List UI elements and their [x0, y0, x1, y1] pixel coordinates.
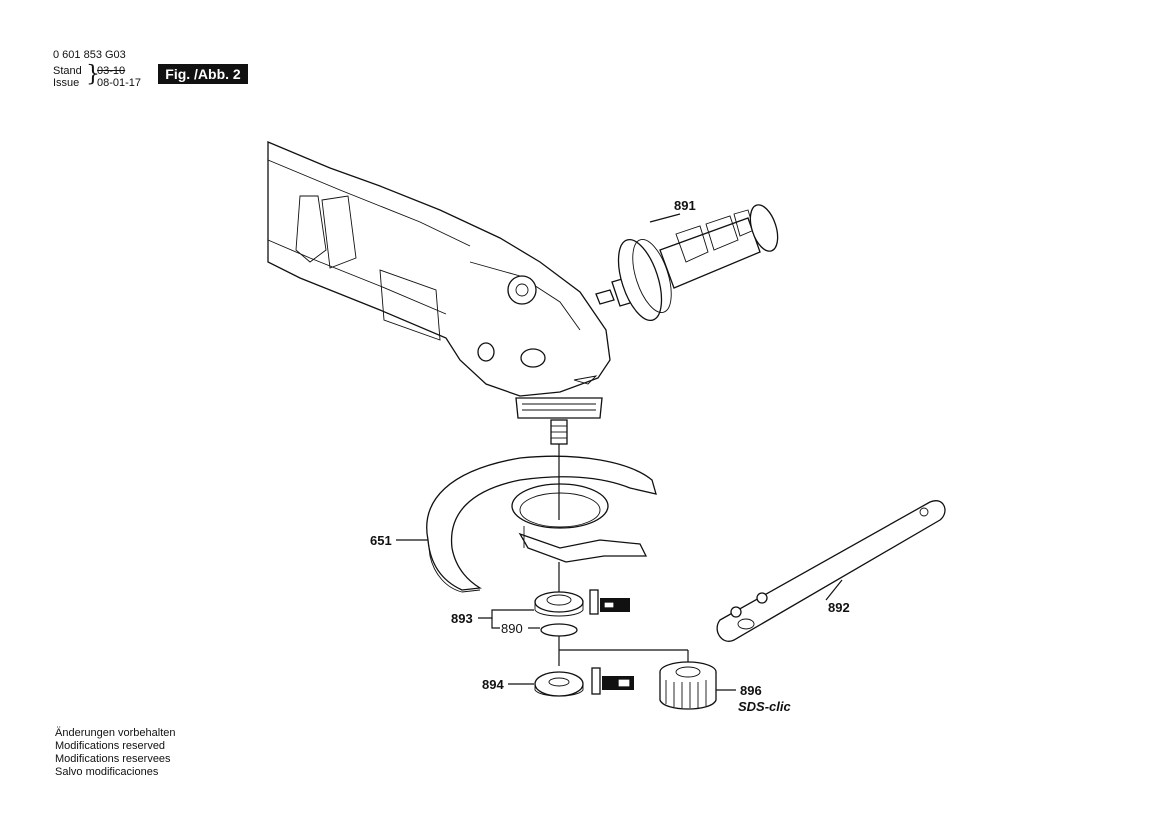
label-893: 893 [451, 611, 473, 626]
stand-label: Stand [53, 65, 82, 77]
leader-890 [491, 618, 500, 629]
clamping-nut-894 [534, 671, 584, 697]
side-handle [595, 204, 779, 321]
label-896: 896 [740, 683, 762, 698]
o-ring-890 [540, 623, 578, 637]
orientation-symbol-894 [591, 667, 634, 695]
footer-line-3: Modifications reservees [55, 753, 171, 765]
label-890: 890 [501, 621, 523, 636]
part-number: 0 601 853 G03 [53, 49, 126, 61]
label-651: 651 [370, 533, 392, 548]
wheel-guard [426, 455, 657, 593]
grinder-body [267, 141, 611, 445]
issue-value: 08-01-17 [97, 77, 142, 89]
footer-line-4: Salvo modificaciones [55, 766, 159, 778]
label-891: 891 [674, 198, 696, 213]
quick-nut-896 [659, 661, 717, 710]
stand-value: 03-10 [97, 65, 126, 77]
flange-893 [534, 591, 584, 617]
label-894: 894 [482, 677, 504, 692]
figure-label: Fig. /Abb. 2 [158, 64, 248, 84]
leader-891 [649, 213, 681, 223]
brace-glyph: } [86, 62, 100, 87]
issue-label: Issue [53, 77, 80, 89]
footer-line-2: Modifications reserved [55, 740, 166, 752]
leader-893 [478, 609, 534, 619]
label-sds-clic: SDS-clic [738, 699, 792, 714]
leader-892 [825, 579, 843, 601]
footer-line-1: Änderungen vorbehalten [55, 727, 176, 739]
label-892: 892 [828, 600, 850, 615]
orientation-symbol-893 [589, 589, 630, 615]
spanner-wrench-892 [716, 500, 946, 642]
